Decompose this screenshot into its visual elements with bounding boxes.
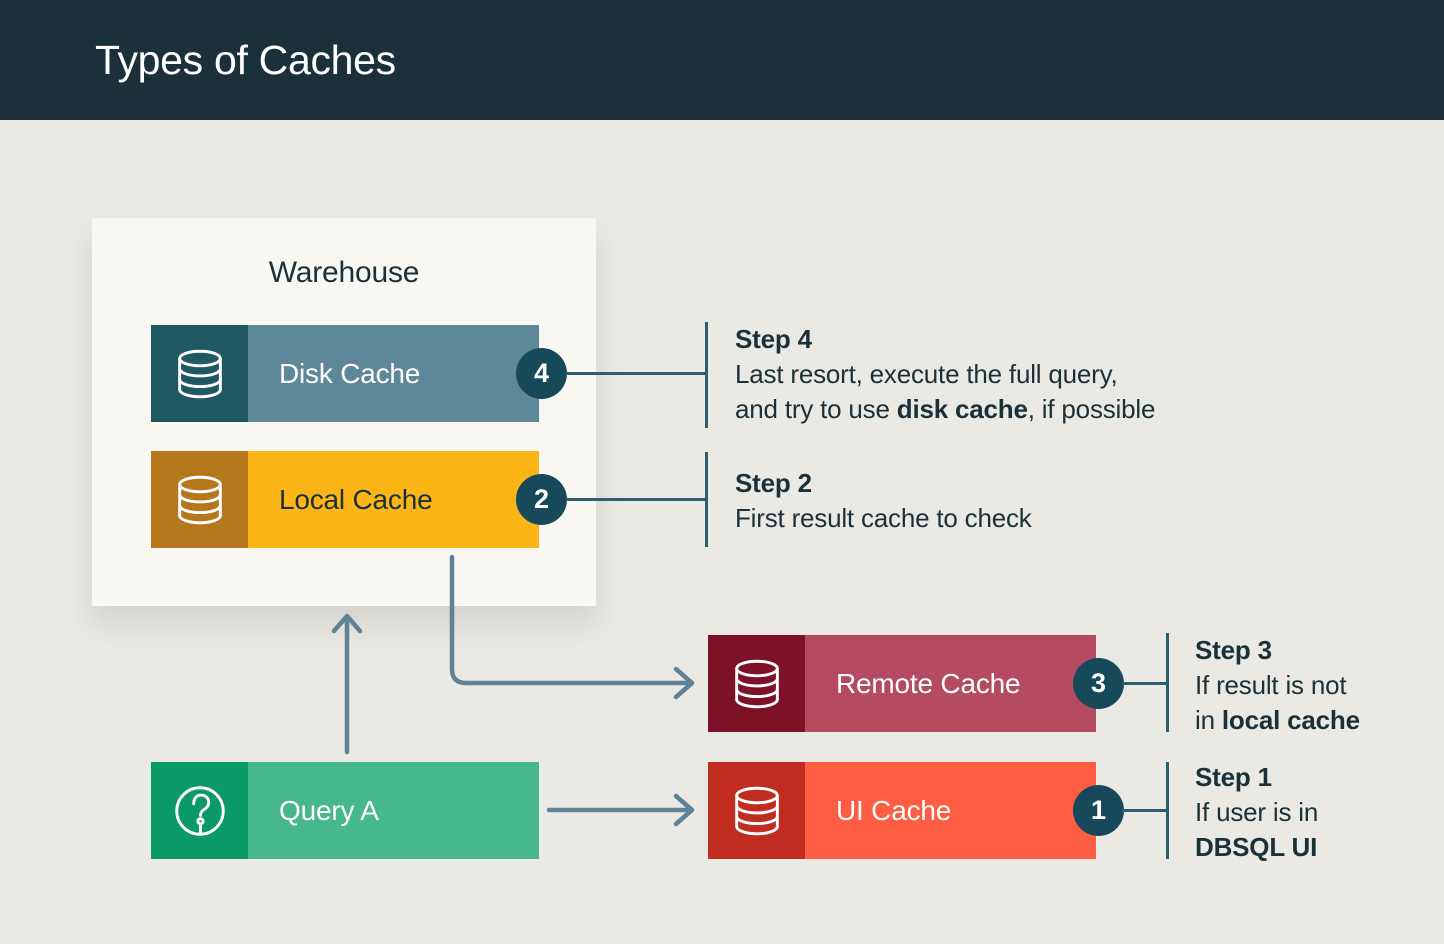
header: Types of Caches <box>0 0 1444 120</box>
step-1-title: Step 1 <box>1195 762 1272 792</box>
step-2-connector-line <box>566 498 706 501</box>
step-3-connector-bar <box>1166 633 1169 732</box>
database-icon <box>151 451 248 548</box>
step-badge-3: 3 <box>1073 658 1124 709</box>
ui-cache-node: UI Cache 1 <box>708 762 1124 859</box>
arrow-query-to-warehouse-head <box>331 613 363 634</box>
disk-cache-label: Disk Cache <box>279 357 421 389</box>
question-icon <box>151 762 248 859</box>
step-2-text: First result cache to check <box>735 503 1032 533</box>
step-3-title: Step 3 <box>1195 635 1272 665</box>
database-icon <box>151 325 248 422</box>
step-1-connector-bar <box>1166 762 1169 859</box>
remote-cache-label: Remote Cache <box>836 667 1021 699</box>
ui-cache-label: UI Cache <box>836 794 952 826</box>
page-title: Types of Caches <box>95 36 396 83</box>
step-2-title: Step 2 <box>735 468 812 498</box>
database-icon <box>708 635 805 732</box>
query-a-node: Query A <box>151 762 539 859</box>
step-4-note: Step 4 Last resort, execute the full que… <box>735 322 1155 427</box>
disk-cache-node: Disk Cache 4 <box>151 325 567 422</box>
step-1-connector-line <box>1122 809 1168 812</box>
step-2-connector-bar <box>705 452 708 547</box>
step-3-connector-line <box>1122 682 1168 685</box>
step-badge-1: 1 <box>1073 785 1124 836</box>
step-4-connector-line <box>566 372 706 375</box>
arrow-query-to-ui-head <box>673 793 695 827</box>
step-badge-4: 4 <box>516 348 567 399</box>
local-cache-node: Local Cache 2 <box>151 451 567 548</box>
step-4-text: Last resort, execute the full query,and … <box>735 359 1156 424</box>
step-badge-2: 2 <box>516 474 567 525</box>
query-a-label: Query A <box>279 794 379 826</box>
step-4-title: Step 4 <box>735 324 812 354</box>
step-4-connector-bar <box>705 322 708 428</box>
local-cache-label: Local Cache <box>279 483 433 515</box>
warehouse-label: Warehouse <box>268 256 420 289</box>
remote-cache-node: Remote Cache 3 <box>708 635 1124 732</box>
step-2-note: Step 2 First result cache to check <box>735 466 1032 536</box>
arrow-local-to-remote-head <box>673 666 695 700</box>
database-icon <box>708 762 805 859</box>
